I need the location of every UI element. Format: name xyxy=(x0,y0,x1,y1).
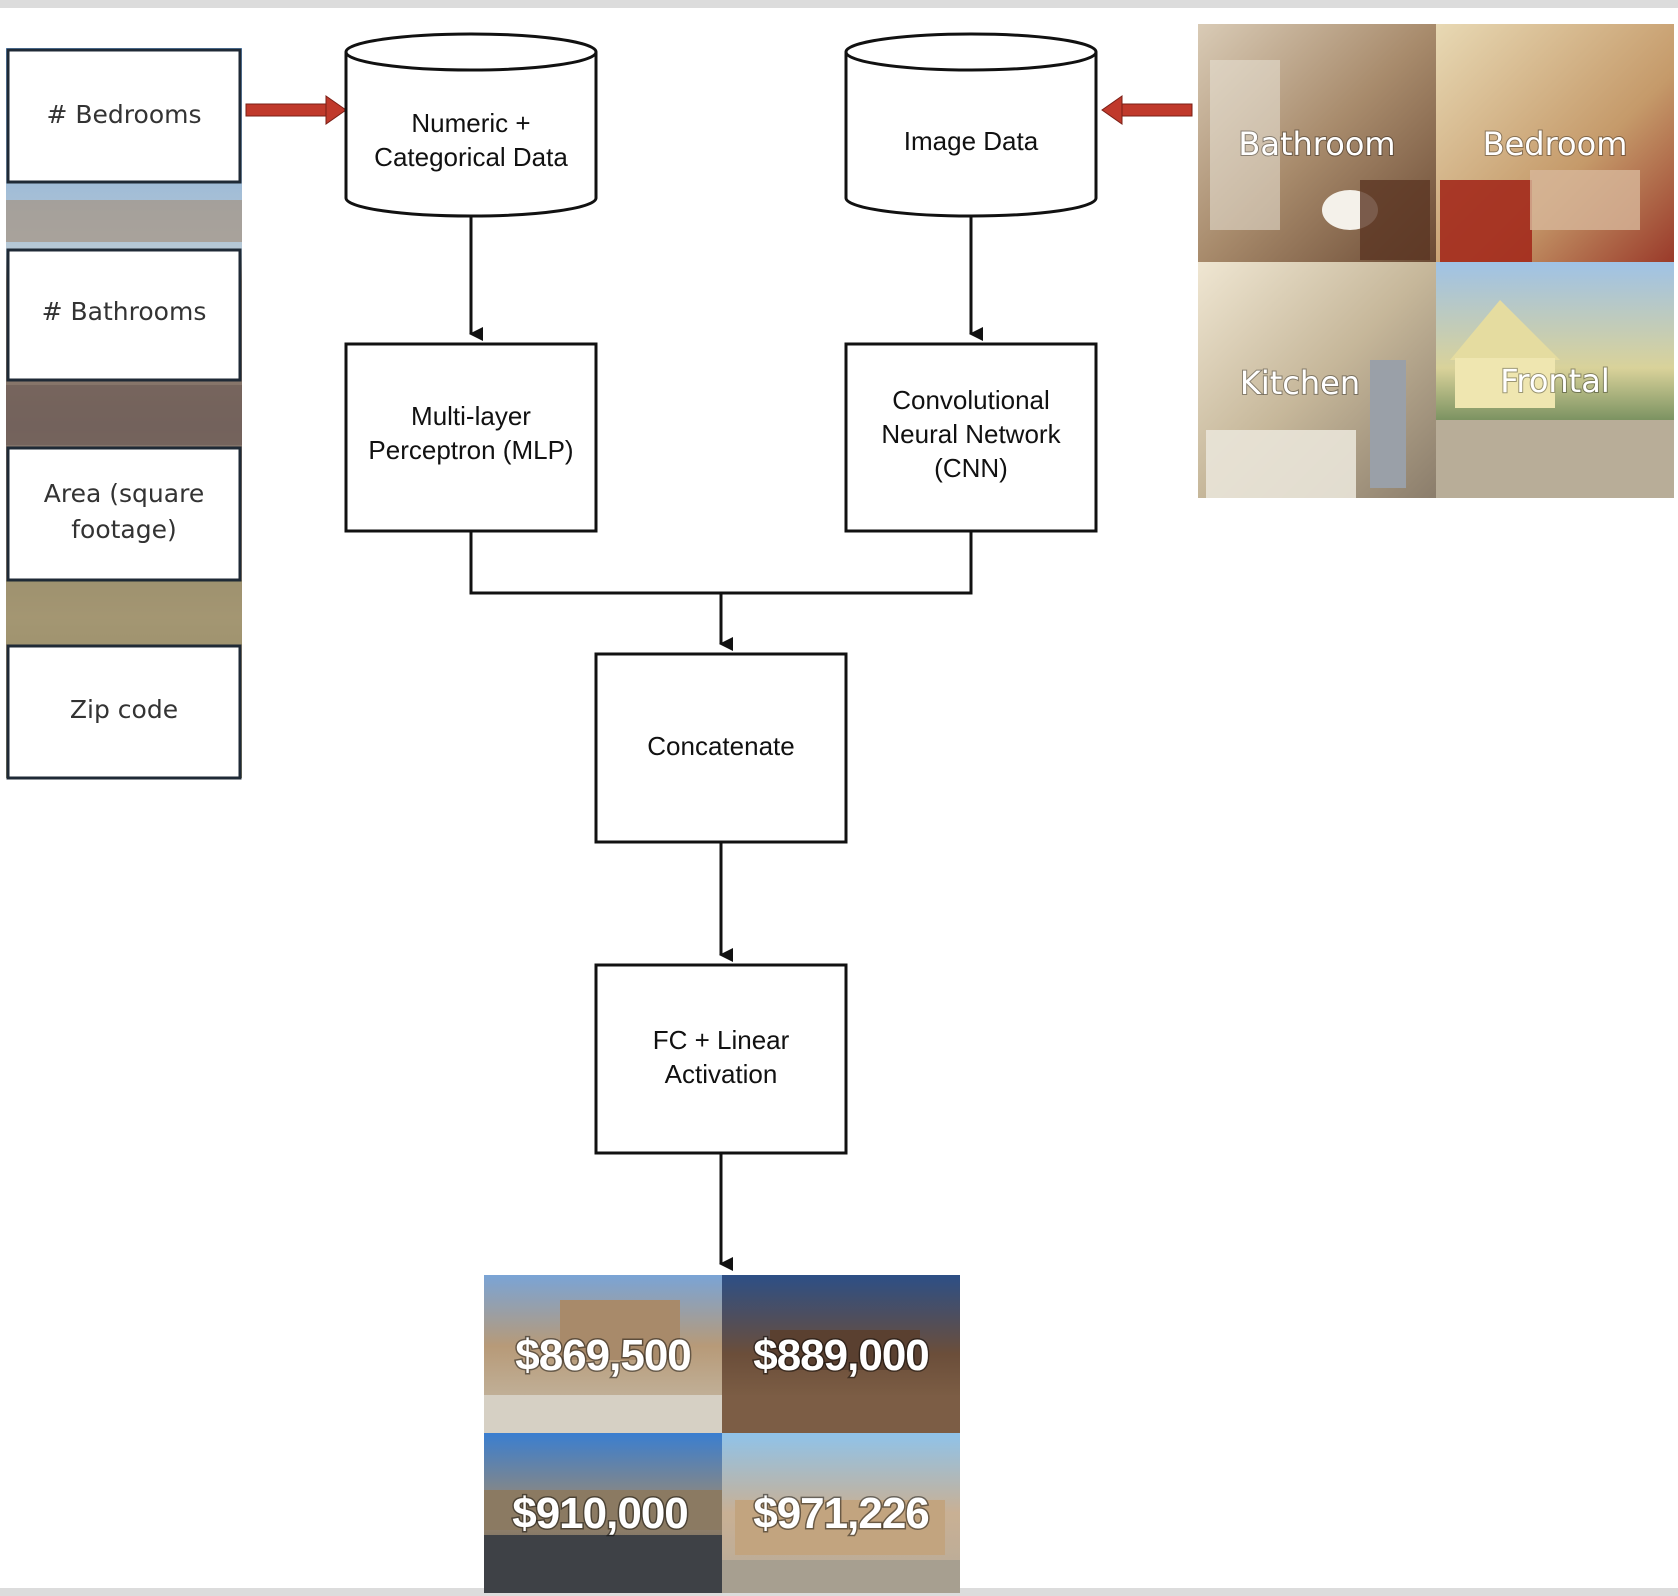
feature-area-label-line2: footage) xyxy=(71,515,177,544)
price-photo-2: $889,000 xyxy=(722,1275,960,1433)
room-photo-grid: Bathroom Bedroom Kitchen Frontal xyxy=(1198,24,1674,498)
cnn-label-line2: Neural Network xyxy=(881,419,1061,449)
feature-bedrooms-label: # Bedrooms xyxy=(47,100,202,129)
red-arrow-left xyxy=(245,95,347,125)
price-photo-3: $910,000 xyxy=(484,1433,722,1593)
photo-label-bedroom: Bedroom xyxy=(1483,125,1628,163)
fc-label-line2: Activation xyxy=(665,1059,778,1089)
price-label-1: $869,500 xyxy=(515,1331,691,1380)
cnn-label-line1: Convolutional xyxy=(892,385,1050,415)
feature-area: Area (square footage) xyxy=(6,446,242,582)
numeric-data-label-line1: Numeric + xyxy=(411,108,530,138)
photo-frontal: Frontal xyxy=(1436,262,1674,498)
feature-bathrooms: # Bathrooms xyxy=(6,248,242,382)
price-label-2: $889,000 xyxy=(753,1331,929,1380)
image-data-label: Image Data xyxy=(904,126,1039,156)
feature-bathrooms-label: # Bathrooms xyxy=(42,297,207,326)
photo-label-kitchen: Kitchen xyxy=(1240,364,1360,402)
cactus-strip xyxy=(6,580,242,645)
photo-label-bathroom: Bathroom xyxy=(1238,125,1395,163)
price-label-4: $971,226 xyxy=(753,1489,929,1538)
roof-tile-strip xyxy=(6,200,242,242)
feature-zip: Zip code xyxy=(6,644,242,780)
photo-kitchen: Kitchen xyxy=(1198,262,1436,498)
price-photo-grid: $869,500 $889,000 $910,000 $971,226 xyxy=(484,1275,960,1593)
feature-area-label-line1: Area (square xyxy=(44,479,204,508)
photo-bedroom: Bedroom xyxy=(1436,24,1674,262)
feature-column: # Bedrooms # Bathrooms Area (square foot… xyxy=(6,48,242,780)
concatenate-box: Concatenate xyxy=(594,652,848,844)
fc-linear-box: FC + Linear Activation xyxy=(594,963,848,1155)
photo-label-frontal: Frontal xyxy=(1500,362,1609,400)
red-arrow-right xyxy=(1101,95,1193,125)
mlp-label-line1: Multi-layer xyxy=(411,401,531,431)
wall-strip xyxy=(6,385,242,445)
feature-bedrooms: # Bedrooms xyxy=(6,48,242,184)
image-data-cylinder: Image Data xyxy=(844,32,1098,218)
concatenate-label: Concatenate xyxy=(647,731,794,761)
mlp-box: Multi-layer Perceptron (MLP) xyxy=(344,342,598,533)
photo-bathroom: Bathroom xyxy=(1198,24,1436,262)
cnn-box: Convolutional Neural Network (CNN) xyxy=(844,342,1098,533)
price-photo-1: $869,500 xyxy=(484,1275,722,1433)
mlp-label-line2: Perceptron (MLP) xyxy=(368,435,573,465)
numeric-data-cylinder: Numeric + Categorical Data xyxy=(344,32,598,218)
cnn-label-line3: (CNN) xyxy=(934,453,1008,483)
price-label-3: $910,000 xyxy=(512,1489,688,1538)
feature-zip-label: Zip code xyxy=(70,695,178,724)
numeric-data-label-line2: Categorical Data xyxy=(374,142,568,172)
price-photo-4: $971,226 xyxy=(722,1433,960,1593)
merge-connector xyxy=(469,531,973,595)
fc-label-line1: FC + Linear xyxy=(653,1025,790,1055)
